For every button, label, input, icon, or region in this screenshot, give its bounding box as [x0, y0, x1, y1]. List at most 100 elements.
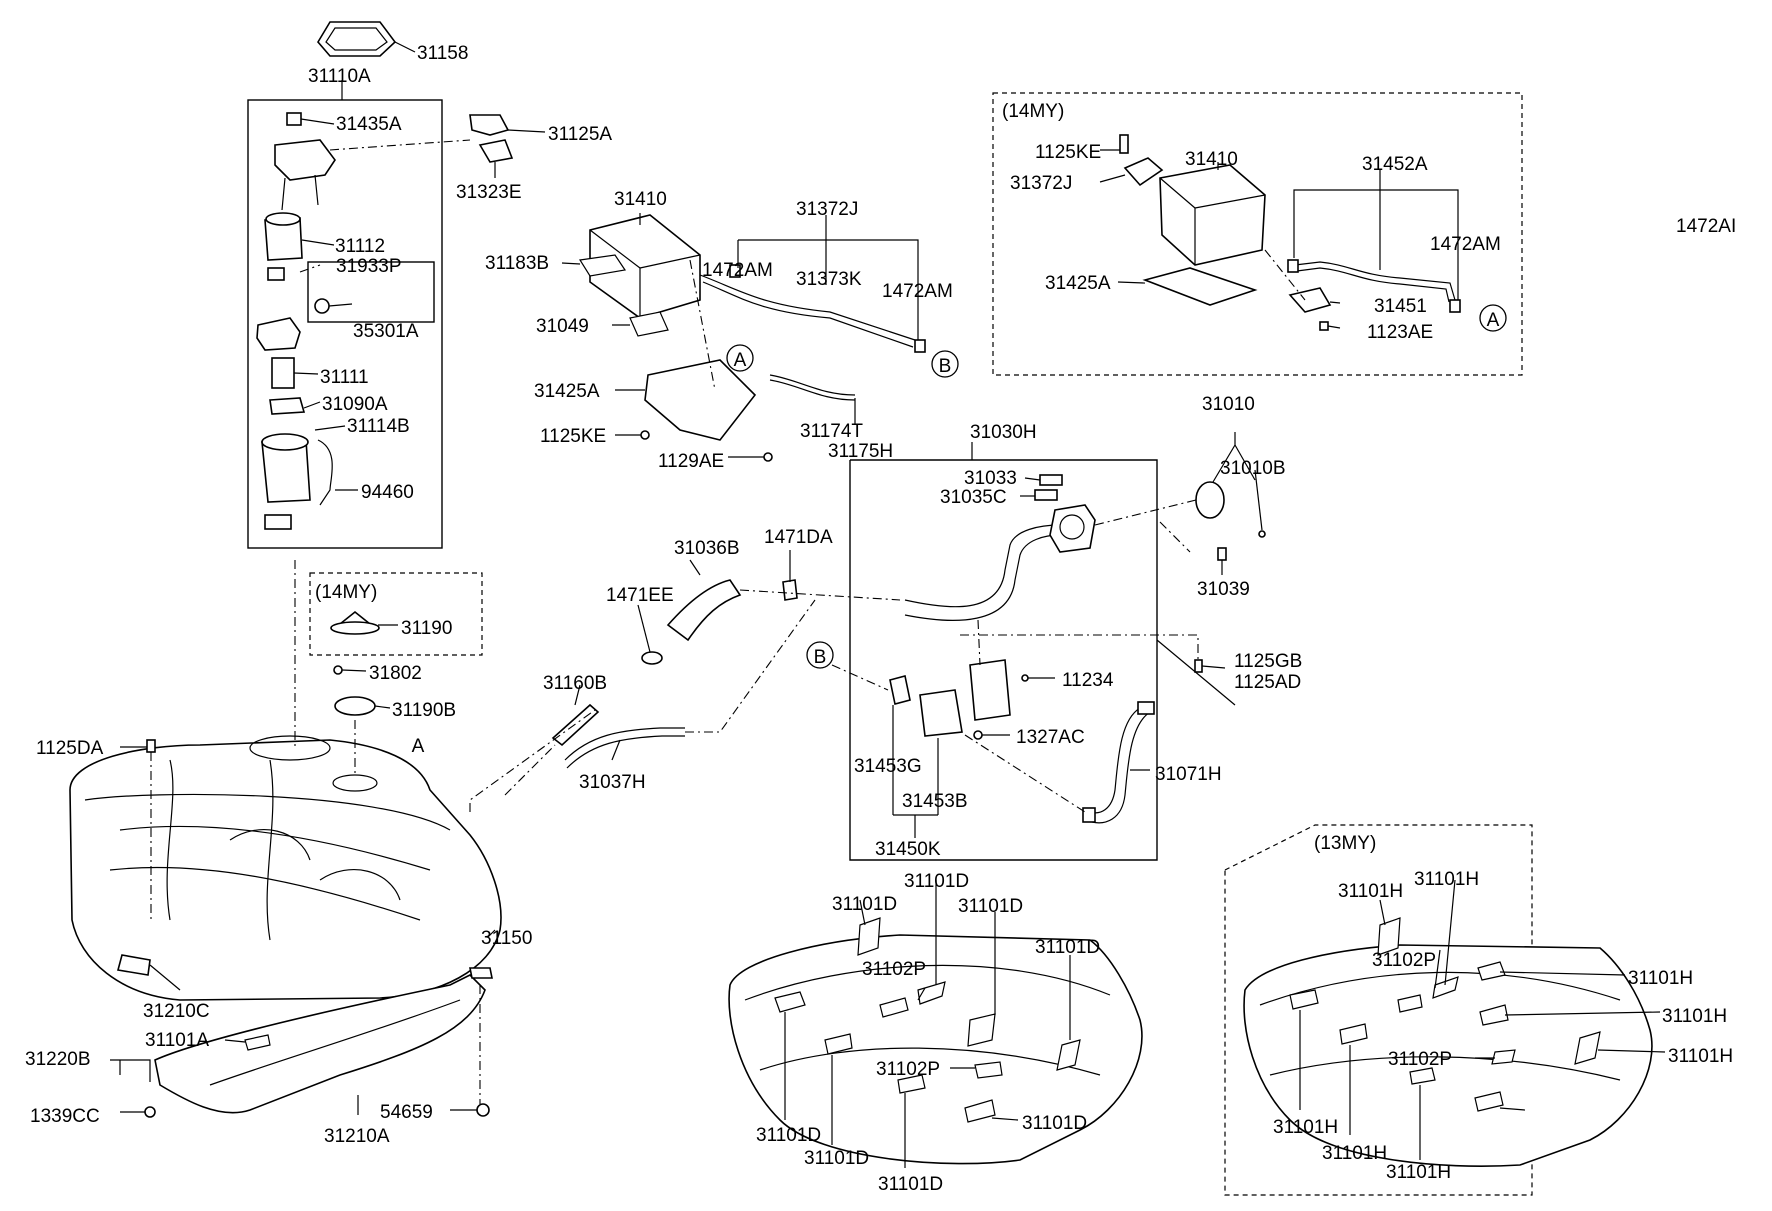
part-label-31: 31049 [536, 316, 589, 337]
part-31435A [286, 112, 302, 126]
part-label-27: 31183B [485, 253, 549, 274]
part-label-53: 31035C [940, 487, 1007, 508]
gasket-31158 [317, 21, 397, 57]
hose-31036B [666, 579, 742, 642]
part-label-47: 31451 [1374, 296, 1427, 317]
part-label-52: 31033 [964, 468, 1017, 489]
part-label-40: 1125KE [1035, 142, 1101, 163]
part-label-77: 31101D [804, 1148, 869, 1169]
part-label-68: 31453B [902, 791, 968, 812]
canister-14my [1159, 164, 1266, 266]
part-label-75: 31102P [876, 1059, 940, 1080]
part-label-74: 31102P [862, 959, 926, 980]
part-label-35: 31174T [800, 421, 863, 442]
tank-pads-31101D [728, 880, 1143, 1168]
hose-31160B [551, 703, 600, 747]
bracket-11234 [969, 659, 1011, 721]
filler-housing [1049, 504, 1096, 553]
part-label-88: 31101H [1273, 1117, 1338, 1138]
part-label-14: 31802 [369, 663, 422, 684]
part-label-19: 31210C [143, 1001, 210, 1022]
part-label-64: 1327AC [1016, 727, 1085, 748]
part-label-54: 31010B [1220, 458, 1286, 479]
part-label-3: 31125A [548, 124, 612, 145]
part-label-67: 31037H [579, 772, 646, 793]
part-label-12: (14MY) [315, 582, 377, 603]
part-label-7: 35301A [353, 321, 419, 342]
part-label-70: 31101D [832, 894, 897, 915]
part-label-8: 31111 [320, 367, 369, 388]
valve-31453B [919, 689, 963, 737]
part-label-29: 31373K [796, 269, 862, 290]
part-label-9: 31090A [322, 394, 388, 415]
pump-group-box [247, 99, 443, 549]
part-label-82: 31101H [1414, 869, 1479, 890]
part-label-71: 31101D [904, 871, 969, 892]
part-label-17: 1125DA [36, 738, 104, 759]
part-label-48: A [1487, 310, 1500, 331]
part-label-6: 31933P [336, 256, 402, 277]
part-label-36: 31175H [828, 441, 893, 462]
part-label-33: A [734, 350, 747, 371]
part-label-42: 31372J [1010, 173, 1072, 194]
fuel-tank [69, 560, 502, 1118]
part-label-50: 31030H [970, 422, 1037, 443]
part-label-13: 31190 [401, 618, 452, 639]
fuel-cap-31010 [1195, 481, 1225, 519]
part-label-72: 31101D [958, 896, 1023, 917]
part-label-51: 31010 [1202, 394, 1255, 415]
part-label-61: 11234 [1062, 670, 1114, 691]
14my-cap-group [309, 572, 483, 656]
part-35301A [314, 298, 330, 314]
part-label-25: 31410 [614, 189, 667, 210]
part-label-65: 31453G [854, 756, 922, 777]
tank-shield-31210A [154, 974, 486, 1114]
part-label-66: 31071H [1155, 764, 1222, 785]
13my-pad-group [1224, 824, 1666, 1196]
part-31125A [469, 114, 510, 136]
part-label-84: 31101H [1628, 968, 1693, 989]
part-label-45: 1472AM [1430, 234, 1501, 255]
part-label-4: 31323E [456, 182, 522, 203]
part-label-59: 1125GB [1234, 651, 1302, 672]
filler-neck-group [831, 432, 1266, 861]
part-label-69: 31450K [875, 839, 941, 860]
part-label-18: 31150 [481, 928, 532, 949]
part-label-39: (14MY) [1002, 101, 1064, 122]
part-label-38: 1129AE [658, 451, 724, 472]
part-label-41: 31410 [1185, 149, 1238, 170]
part-label-83: 31102P [1372, 950, 1436, 971]
hoses [469, 550, 901, 812]
part-label-44: 1472AI [1676, 216, 1736, 237]
part-label-78: 31101D [878, 1174, 943, 1195]
part-label-85: 31101H [1662, 1006, 1727, 1027]
tank-body-31150 [69, 739, 502, 1001]
part-label-56: 31036B [674, 538, 740, 559]
part-31190B [334, 696, 376, 716]
part-label-0: 31158 [417, 43, 468, 64]
fuel-pump-assembly [247, 21, 546, 549]
part-label-79: 31101D [1022, 1113, 1087, 1134]
part-label-2: 31435A [336, 114, 402, 135]
part-label-58: 1471EE [606, 585, 674, 606]
part-31323E [478, 139, 514, 163]
part-label-57: 1471DA [764, 527, 833, 548]
part-label-20: 31220B [25, 1049, 91, 1070]
part-label-15: 31190B [392, 700, 456, 721]
part-label-11: 94460 [361, 482, 414, 503]
part-label-5: 31112 [335, 236, 385, 257]
part-label-10: 31114B [347, 416, 410, 437]
part-label-16: A [412, 736, 425, 757]
canister-group [561, 213, 926, 462]
part-label-62: B [814, 647, 827, 668]
bracket-31425A [644, 359, 757, 441]
14my-canister-group [992, 92, 1523, 376]
part-label-46: 31425A [1045, 273, 1111, 294]
part-label-81: 31101H [1338, 881, 1403, 902]
part-label-89: 31101H [1322, 1143, 1387, 1164]
part-label-87: 31101H [1668, 1046, 1733, 1067]
part-label-28: 1472AM [702, 260, 773, 281]
